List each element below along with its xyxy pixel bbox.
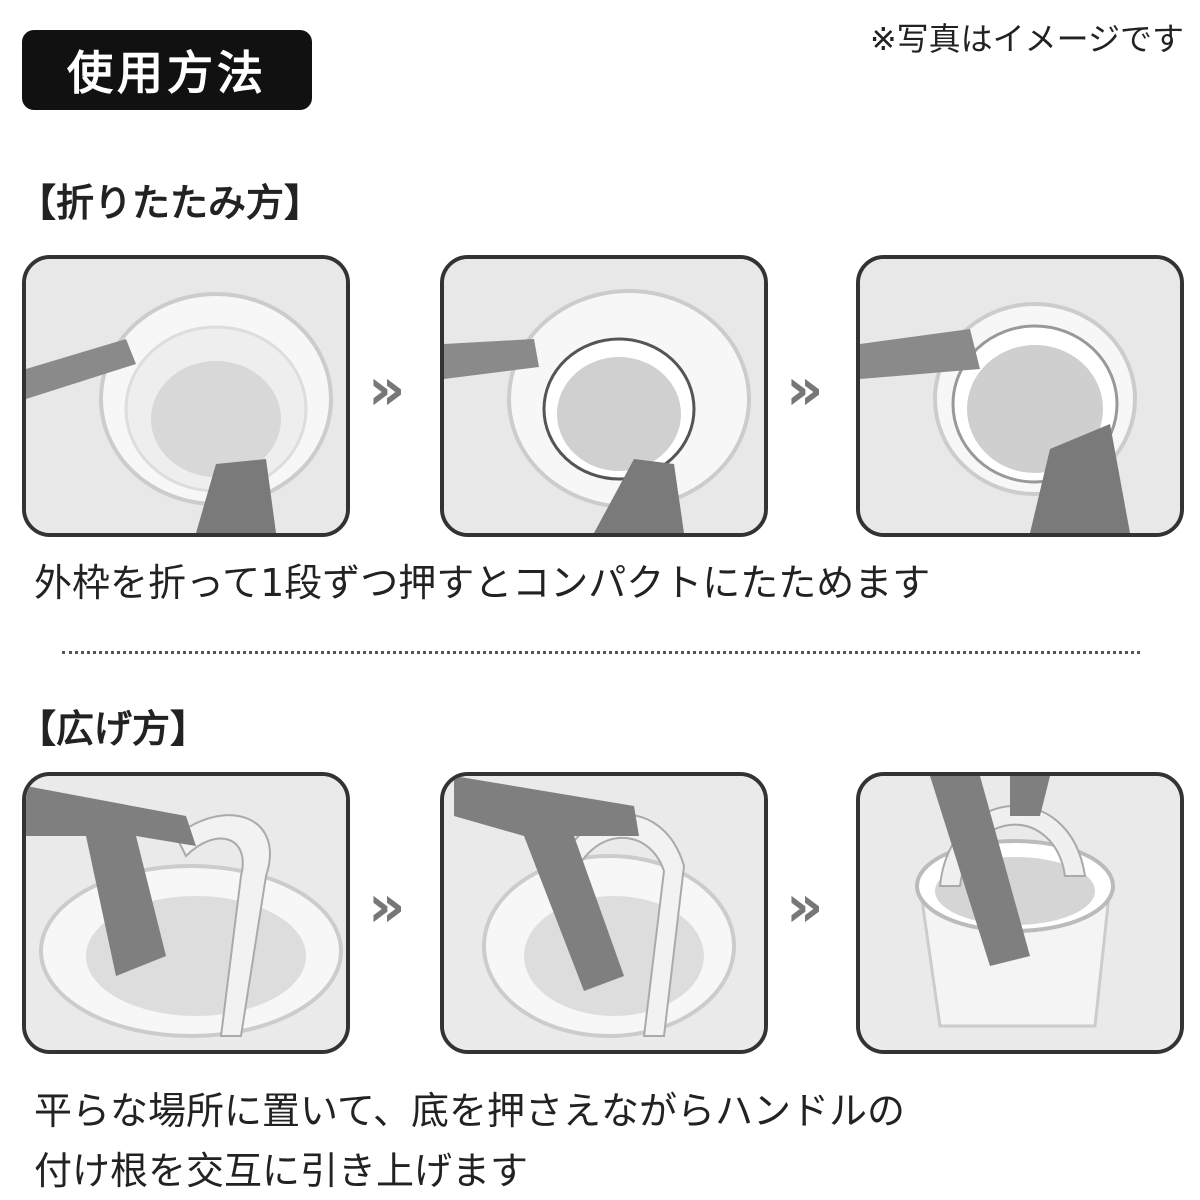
fold-heading: 【折りたたみ方】: [18, 181, 323, 225]
fold-caption: 外枠を折って1段ずつ押すとコンパクトにたためます: [34, 561, 931, 605]
unfold-step-2-photo: [440, 772, 768, 1054]
unfold-step-1-photo: [22, 772, 350, 1054]
next-arrow-icon: »: [786, 355, 824, 423]
unfold-step-3-photo: [856, 772, 1184, 1054]
next-arrow-icon: »: [786, 872, 824, 940]
next-arrow-icon: »: [368, 355, 406, 423]
next-arrow-icon: »: [368, 872, 406, 940]
unfold-caption-line-1: 平らな場所に置いて、底を押さえながらハンドルの: [34, 1089, 905, 1133]
image-note: ※写真はイメージです: [869, 20, 1184, 58]
unfold-caption-line-2: 付け根を交互に引き上げます: [34, 1149, 529, 1193]
usage-badge: 使用方法: [22, 30, 312, 110]
fold-step-2-photo: [440, 255, 768, 537]
fold-step-1-photo: [22, 255, 350, 537]
unfold-heading: 【広げ方】: [18, 707, 209, 751]
fold-step-3-photo: [856, 255, 1184, 537]
section-divider: [62, 651, 1140, 654]
